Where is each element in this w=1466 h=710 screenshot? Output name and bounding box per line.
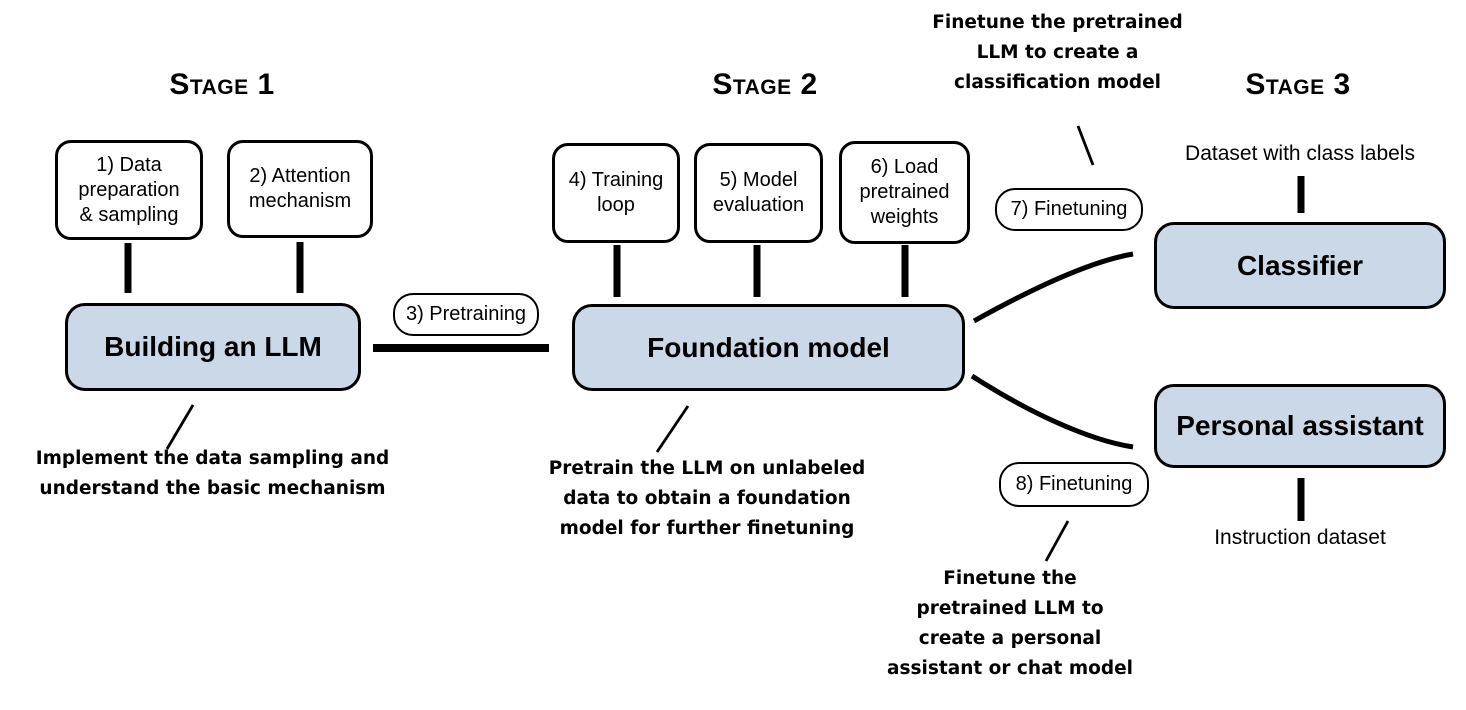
finetuning-7-pill: 7) Finetuning: [995, 188, 1143, 231]
arrow-foundation-to-assistant: [970, 373, 1134, 450]
step-box-load-pretrained-weights: 6) Load pretrained weights: [839, 141, 970, 244]
step-box-training-loop: 4) Training loop: [552, 143, 680, 243]
arrow-annotation-to-finetuning-8: [1044, 520, 1070, 562]
stage2-heading: Stage 2: [712, 68, 818, 101]
step-box-model-evaluation: 5) Model evaluation: [694, 143, 823, 243]
pretraining-pill: 3) Pretraining: [393, 293, 539, 336]
step-box-data-preparation: 1) Data preparation & sampling: [55, 140, 203, 240]
stage1-annotation: Implement the data sampling and understa…: [35, 448, 390, 499]
building-an-llm-box: Building an LLM: [65, 303, 361, 391]
stage3-heading: Stage 3: [1245, 68, 1351, 101]
instruction-dataset-label: Instruction dataset: [1214, 526, 1386, 549]
dataset-with-class-labels-label: Dataset with class labels: [1185, 142, 1415, 165]
stage2-annotation: Pretrain the LLM on unlabeled data to ob…: [548, 458, 866, 539]
classifier-box: Classifier: [1154, 222, 1446, 309]
assistant-finetune-annotation: Finetune the pretrained LLM to create a …: [887, 568, 1133, 679]
step-box-attention-mechanism: 2) Attention mechanism: [227, 140, 373, 238]
arrow-annotation-to-building-llm: [165, 404, 195, 450]
arrow-annotation-to-foundation: [655, 405, 690, 453]
classifier-finetune-annotation: Finetune the pretrained LLM to create a …: [932, 12, 1183, 93]
foundation-model-box: Foundation model: [572, 304, 965, 391]
personal-assistant-box: Personal assistant: [1154, 384, 1446, 468]
arrow-foundation-to-classifier: [972, 251, 1134, 324]
stage1-heading: Stage 1: [169, 68, 275, 101]
finetuning-8-pill: 8) Finetuning: [999, 462, 1149, 507]
arrow-annotation-to-finetuning-7: [1076, 125, 1095, 166]
